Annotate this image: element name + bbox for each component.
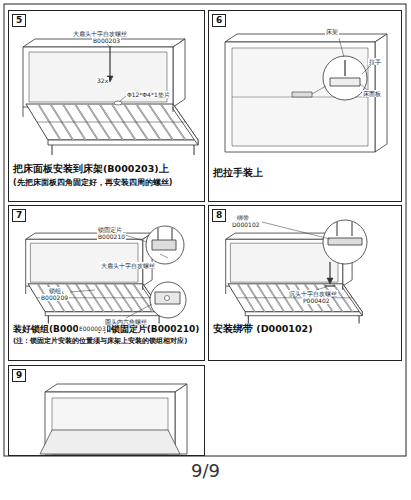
drawing-outline bbox=[228, 284, 362, 312]
part-label: 拉手 bbox=[368, 58, 382, 65]
drawing-line bbox=[126, 304, 152, 318]
drawing-line bbox=[262, 222, 330, 239]
drawing-line bbox=[337, 222, 338, 236]
drawing-line bbox=[109, 46, 110, 76]
step-caption: 把拉手装上 bbox=[213, 167, 399, 180]
detail-circle bbox=[323, 220, 367, 264]
drawing-line bbox=[352, 222, 353, 236]
drawing-line bbox=[344, 60, 345, 76]
part-label: 32x bbox=[96, 77, 109, 84]
drawing-line bbox=[237, 297, 353, 298]
drawing-line bbox=[225, 286, 226, 294]
step-panel: 6 把拉手装上 bbox=[208, 10, 402, 202]
drawing-outline bbox=[155, 292, 180, 304]
drawing-line bbox=[142, 286, 143, 290]
step-number: 6 bbox=[212, 14, 226, 27]
step-caption: 安装绑带 (D000102) bbox=[213, 323, 399, 336]
part-label: Φ12*Φ4*1垫片 bbox=[126, 91, 171, 98]
drawing-line bbox=[37, 122, 186, 123]
drawing-line bbox=[359, 316, 360, 324]
drawing-outline bbox=[152, 240, 176, 250]
drawing-line bbox=[159, 316, 160, 324]
caption-block: 把床面板安装到床架(B000203)上 (先把床面板四角固定好，再安装四周的螺丝) bbox=[13, 163, 202, 191]
drawing-line bbox=[25, 286, 26, 294]
drawing-line bbox=[329, 262, 330, 278]
page-number: 9/9 bbox=[191, 460, 220, 481]
drawing-outline bbox=[292, 92, 312, 97]
drawing-line bbox=[194, 145, 195, 155]
part-label: 床面板 bbox=[362, 90, 382, 97]
drawing-outline bbox=[245, 312, 362, 316]
caption-block: 安装绑带 (D000102) bbox=[213, 323, 399, 338]
part-label: 大扁头十字自攻螺丝 bbox=[100, 262, 156, 269]
drawing-line bbox=[172, 228, 173, 240]
drawing-outline bbox=[330, 78, 360, 86]
part-label: B000209 bbox=[40, 294, 69, 301]
drawing-line bbox=[23, 107, 24, 117]
part-label: B000203 bbox=[92, 37, 121, 44]
drawing-outline bbox=[28, 284, 162, 312]
part-label: 绑带 bbox=[236, 214, 250, 221]
drawing-outline bbox=[225, 34, 387, 42]
part-label: 大扁头十字自攻螺丝 bbox=[72, 30, 128, 37]
step-number: 7 bbox=[12, 209, 26, 222]
step-number: 8 bbox=[212, 209, 226, 222]
drawing-line bbox=[52, 145, 53, 155]
drawing-outline bbox=[26, 233, 152, 239]
detail-circle bbox=[150, 282, 186, 318]
part-label: 床架 bbox=[325, 28, 339, 35]
part-label: P000402 bbox=[302, 297, 331, 304]
part-label: D000102 bbox=[231, 221, 261, 228]
drawing-outline bbox=[45, 384, 187, 392]
drawing-outline bbox=[327, 278, 333, 284]
part-label: 沉头十字自攻螺丝 bbox=[288, 290, 338, 297]
part-label: 锁固定片 bbox=[97, 226, 123, 233]
drawing-line bbox=[325, 285, 335, 286]
part-label: B000210 bbox=[97, 233, 126, 240]
drawing-line bbox=[48, 316, 49, 324]
drawing-line bbox=[173, 107, 174, 112]
detail-circle bbox=[323, 56, 367, 100]
drawing-line bbox=[248, 316, 249, 324]
part-label: E000003 bbox=[78, 325, 107, 332]
drawing-line bbox=[70, 290, 95, 292]
drawing-outline bbox=[232, 48, 368, 146]
drawing-line bbox=[342, 286, 343, 290]
caption-block: 把拉手装上 bbox=[213, 167, 399, 182]
step-caption: 把床面板安装到床架(B000203)上 bbox=[13, 163, 202, 176]
part-label: 锁组 bbox=[48, 287, 62, 294]
step-number: 5 bbox=[12, 14, 26, 27]
drawing-line bbox=[158, 228, 159, 240]
step-number: 9 bbox=[12, 369, 26, 382]
drawing-line bbox=[312, 86, 326, 94]
drawing-line bbox=[125, 235, 147, 242]
part-label: 圆头内六角螺丝 bbox=[104, 318, 148, 325]
washer bbox=[114, 101, 122, 105]
step-panel: 8 安装绑带 (D000102) bbox=[208, 205, 402, 361]
detail-circle bbox=[146, 226, 184, 264]
drawing-line bbox=[362, 64, 372, 74]
drawing-outline bbox=[26, 104, 198, 140]
drawing-outline bbox=[45, 312, 162, 316]
drawing-outline bbox=[173, 39, 185, 107]
step-note: (注：锁固定片安装的位置须与床架上安装的锁组相对应) bbox=[13, 337, 202, 346]
drawing-outline bbox=[40, 430, 180, 454]
drawing-line bbox=[160, 254, 168, 258]
drawing-outline bbox=[23, 47, 173, 107]
drawing-outline bbox=[328, 238, 362, 245]
step-panel: 9 bbox=[8, 365, 205, 456]
page-frame bbox=[4, 4, 406, 456]
drawing-outline bbox=[175, 384, 187, 454]
drawing-line bbox=[339, 38, 344, 57]
caption-block: 装好锁组(B000209)和锁固定片(B000210)(注：锁固定片安装的位置须… bbox=[13, 323, 202, 349]
drawing-outline bbox=[230, 243, 338, 282]
step-note: (先把床面板四角固定好，再安装四周的螺丝) bbox=[13, 178, 202, 189]
drawing-outline bbox=[225, 42, 375, 152]
bolt-head bbox=[165, 296, 170, 301]
drawing-outline bbox=[48, 140, 198, 145]
